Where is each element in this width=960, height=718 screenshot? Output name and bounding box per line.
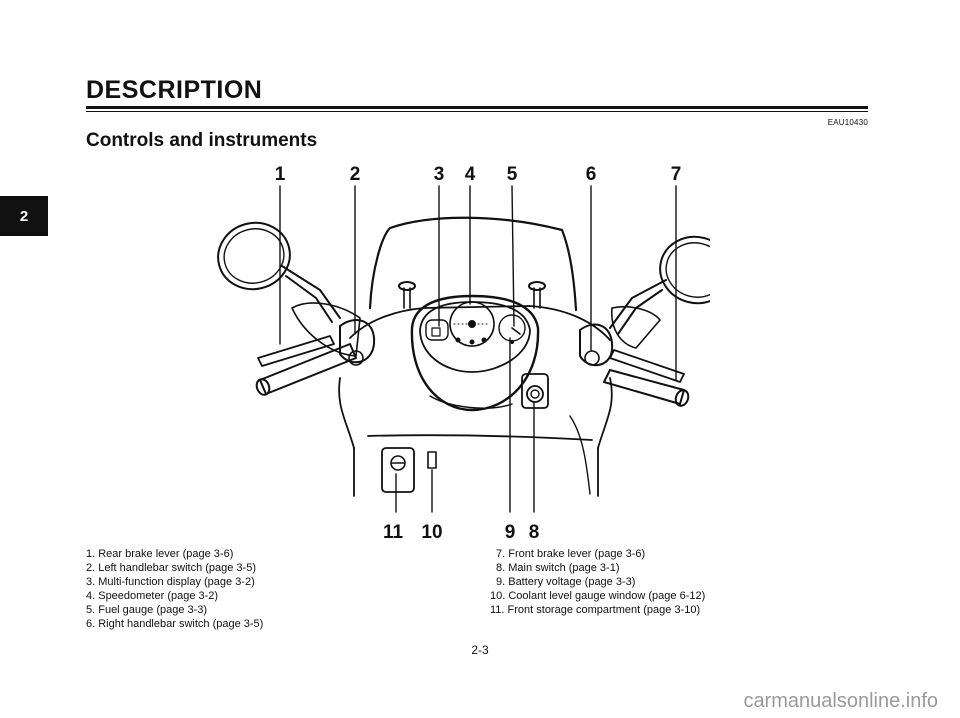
main-switch-panel: [521, 373, 549, 409]
main-switch: [526, 385, 544, 403]
legend-item: 4. Speedometer (page 3-2): [86, 590, 219, 602]
callout-1: 1: [275, 164, 286, 185]
chapter-tab: 2: [0, 196, 48, 236]
left-grip: [259, 343, 357, 395]
header-rule-thick: [86, 106, 868, 109]
legend-item: 7. Front brake lever (page 3-6): [496, 548, 646, 560]
legend-item: 6. Right handlebar switch (page 3-5): [86, 618, 264, 630]
callout-8: 8: [529, 522, 540, 542]
page-number: 2-3: [471, 643, 489, 657]
legend-item: 5. Fuel gauge (page 3-3): [86, 604, 208, 616]
right-mirror: [659, 235, 710, 305]
legend-item: 2. Left handlebar switch (page 3-5): [86, 562, 256, 574]
instrument-housing: [410, 294, 540, 412]
legend-left: 1. Rear brake lever (page 3-6) 2. Left h…: [86, 547, 263, 631]
callout-5: 5: [507, 164, 518, 185]
legend-item: 1. Rear brake lever (page 3-6): [86, 548, 234, 560]
callout-4: 4: [465, 164, 476, 185]
reference-code: EAU10430: [827, 118, 868, 127]
legend-item: 10. Coolant level gauge window (page 6-1…: [490, 590, 706, 602]
callout-10: 10: [421, 522, 442, 542]
windscreen: [368, 216, 578, 312]
callout-6: 6: [586, 164, 597, 185]
handlebar-cowl: [349, 305, 611, 341]
header-rule-thin: [86, 111, 868, 112]
front-brake-lever: [609, 349, 685, 383]
right-grip: [603, 369, 685, 405]
legend-right: 7. Front brake lever (page 3-6) 8. Main …: [486, 547, 705, 617]
storage-lock-icon: [390, 455, 406, 471]
section-title: DESCRIPTION: [86, 76, 263, 104]
rear-brake-lever: [257, 335, 335, 367]
callout-7: 7: [671, 164, 682, 185]
front-body: [338, 377, 355, 449]
multi-function-display: [425, 319, 449, 341]
left-mirror: [217, 221, 291, 291]
legend-item: 9. Battery voltage (page 3-3): [496, 576, 636, 588]
callout-3: 3: [434, 164, 445, 185]
coolant-level-window: [427, 451, 437, 469]
legend-item: 3. Multi-function display (page 3-2): [86, 576, 255, 588]
scooter-handlebar-diagram: 1 2 3 4 5 6 7 11 10 9 8: [217, 164, 710, 542]
page-subtitle: Controls and instruments: [86, 130, 318, 151]
legend-item: 8. Main switch (page 3-1): [496, 562, 620, 574]
watermark: carmanualsonline.info: [743, 690, 938, 712]
leader-lines: [279, 185, 677, 381]
front-storage-compartment: [381, 447, 415, 493]
callout-9: 9: [505, 522, 516, 542]
speedometer: [449, 301, 495, 347]
callout-11: 11: [383, 522, 404, 542]
legend-item: 11. Front storage compartment (page 3-10…: [490, 604, 701, 616]
callout-2: 2: [350, 164, 361, 185]
